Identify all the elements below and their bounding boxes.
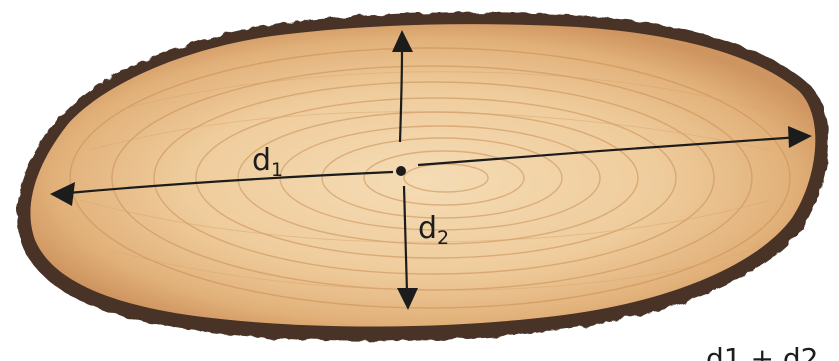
d2-arrowhead-down [397, 288, 418, 310]
grain-strokes [79, 71, 771, 291]
d2-label-subscript: 2 [437, 227, 449, 249]
d2-label: d2 [418, 211, 449, 249]
formula-text: d1 + d2 [706, 342, 818, 361]
d1-line-right [417, 135, 801, 167]
d2-label-letter: d [418, 211, 437, 246]
d1-arrowhead-left [50, 182, 75, 206]
wood-face [30, 24, 816, 327]
d2-arrowhead-up [392, 30, 413, 52]
d1-arrowhead-right [788, 126, 812, 148]
d2-line-up [398, 49, 404, 143]
d1-line-left [67, 170, 394, 195]
d1-label-subscript: 1 [271, 159, 283, 181]
d1-arrow [67, 135, 801, 195]
d2-arrow [398, 49, 409, 293]
d2-line-down [402, 185, 409, 293]
d1-label-letter: d [252, 143, 271, 178]
center-point [396, 166, 406, 176]
d1-label: d1 [252, 143, 283, 181]
